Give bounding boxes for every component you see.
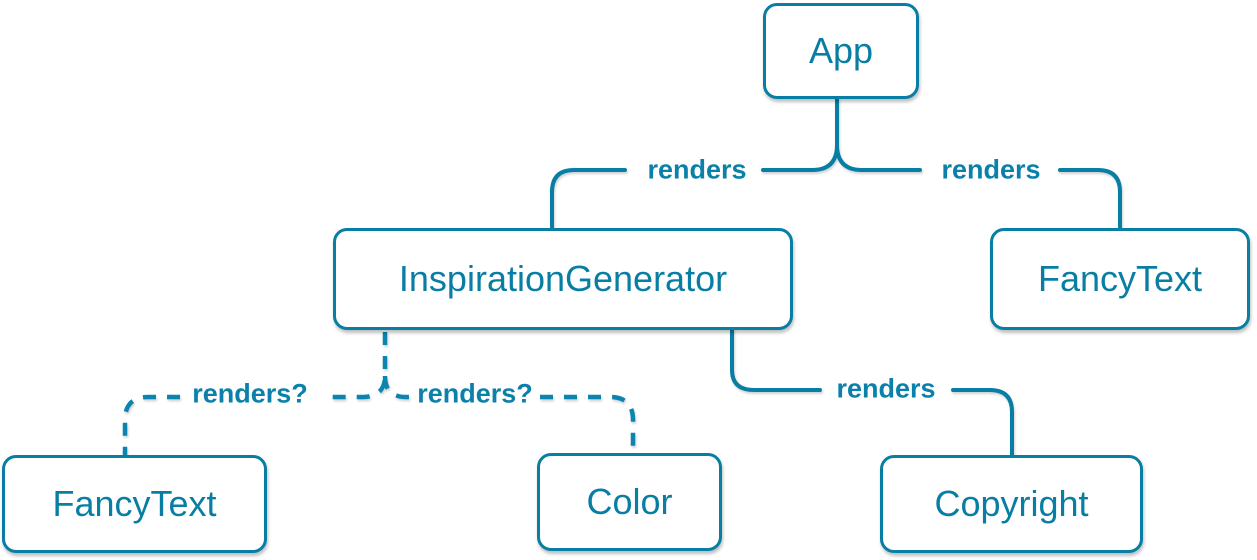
edge-inspirationgenerator-color-dashed-line-a	[382, 375, 412, 400]
edge-label-renders-copyright: renders	[836, 373, 936, 404]
node-inspiration-generator: InspirationGenerator	[333, 228, 793, 330]
edge-label-renders-optional-color: renders?	[417, 378, 533, 409]
edge-inspirationgenerator-copyright-line-b	[951, 388, 1014, 457]
edge-app-inspirationgenerator-line-a	[761, 98, 839, 172]
edge-app-fancytext-line-a	[835, 98, 922, 172]
node-app-label: App	[808, 30, 874, 71]
node-color-label: Color	[586, 481, 673, 522]
node-copyright: Copyright	[880, 455, 1143, 553]
edge-app-inspirationgenerator-line-b	[550, 168, 627, 230]
edge-label-renders-app-inspirationgenerator: renders	[647, 154, 747, 185]
node-fancytext-bottom: FancyText	[2, 455, 267, 553]
edge-inspirationgenerator-color-dashed-line-b	[540, 394, 636, 453]
edge-app-fancytext-line-b	[1058, 168, 1122, 230]
node-app: App	[763, 3, 919, 99]
node-inspiration-generator-label: InspirationGenerator	[398, 258, 728, 299]
edge-inspirationgenerator-fancytext-dashed-line-a	[322, 332, 388, 400]
node-copyright-label: Copyright	[934, 483, 1089, 524]
node-color: Color	[537, 453, 722, 551]
edge-label-renders-app-fancytext: renders	[941, 154, 1041, 185]
edge-label-renders-optional-fancytext: renders?	[192, 378, 308, 409]
node-fancytext-top-label: FancyText	[1037, 258, 1203, 299]
edge-inspirationgenerator-copyright-line-a	[730, 328, 822, 392]
node-fancytext-top: FancyText	[990, 228, 1250, 330]
node-fancytext-bottom-label: FancyText	[52, 483, 217, 524]
edge-inspirationgenerator-fancytext-dashed-line-b	[122, 394, 180, 455]
